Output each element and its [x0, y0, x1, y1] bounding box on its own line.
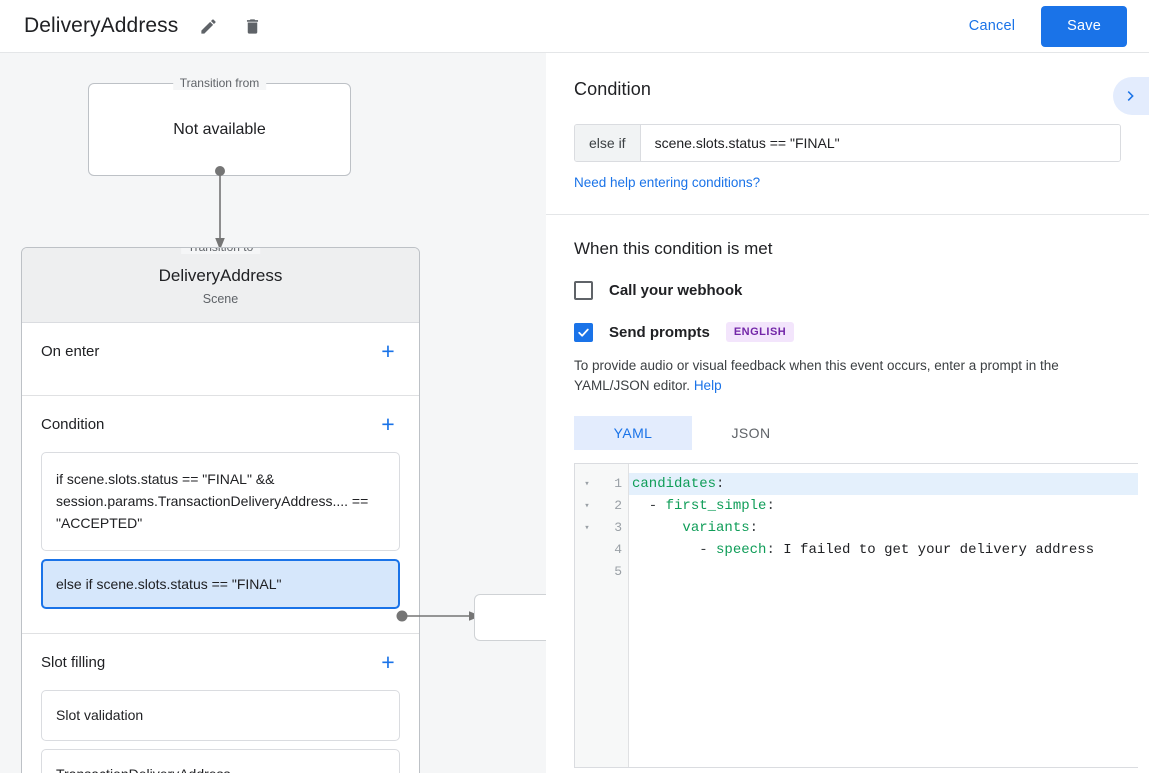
line-number: 3	[614, 520, 622, 536]
language-badge: ENGLISH	[725, 322, 795, 342]
tab-yaml[interactable]: YAML	[574, 415, 692, 450]
add-condition-button[interactable]: +	[381, 410, 395, 437]
scene-type: Scene	[202, 292, 239, 306]
slot-item-transaction-delivery-address[interactable]: TransactionDeliveryAddress	[41, 748, 400, 773]
webhook-row: Call your webhook	[574, 281, 1121, 300]
code-token-punct: :	[766, 497, 775, 514]
call-webhook-checkbox[interactable]	[574, 281, 593, 300]
condition-edge-connector	[396, 608, 482, 629]
line-number: 2	[614, 498, 622, 514]
code-line[interactable]: - first_simple:	[629, 495, 1138, 517]
code-token-punct: :	[716, 475, 725, 492]
code-token-punct: -	[632, 497, 666, 514]
code-token-key: candidates	[632, 475, 717, 492]
editor-code-area[interactable]: candidates: - first_simple: variants: - …	[629, 464, 1138, 767]
slot-item-slot-validation[interactable]: Slot validation	[41, 690, 400, 741]
cancel-button[interactable]: Cancel	[957, 10, 1027, 42]
gutter-row: ▾3	[575, 517, 628, 539]
transition-to-legend: Transition to	[180, 248, 261, 254]
transition-from-node[interactable]: Transition from Not available	[88, 76, 351, 176]
code-token-key: variants	[682, 519, 750, 536]
condition-section: Condition else if Need help entering con…	[546, 53, 1149, 215]
line-number: 1	[614, 476, 622, 492]
transition-from-legend: Transition from	[172, 76, 267, 90]
help-link[interactable]: Help	[693, 377, 722, 393]
editor-format-tabs: YAML JSON	[574, 415, 1121, 450]
fold-toggle-icon[interactable]: ▾	[584, 500, 590, 511]
call-webhook-label: Call your webhook	[609, 282, 743, 299]
code-line[interactable]: candidates:	[629, 472, 1138, 495]
section-condition: Condition + if scene.slots.status == "FI…	[22, 396, 419, 635]
add-slot-filling-button[interactable]: +	[381, 648, 395, 675]
condition-item-else-if[interactable]: else if scene.slots.status == "FINAL"	[41, 559, 400, 610]
transition-to-node: Transition to DeliveryAddress Scene On e…	[21, 247, 420, 773]
section-head-on-enter: On enter +	[41, 323, 400, 379]
trash-icon[interactable]	[238, 12, 266, 40]
pencil-icon[interactable]	[194, 12, 222, 40]
code-line[interactable]	[629, 561, 1138, 583]
scene-name: DeliveryAddress	[158, 266, 283, 285]
section-head-slot-filling: Slot filling +	[41, 634, 400, 690]
send-prompts-checkbox[interactable]	[574, 322, 593, 342]
gutter-row: ▾2	[575, 495, 628, 517]
code-token-text: I failed to get your delivery address	[783, 541, 1095, 558]
line-number: 4	[614, 542, 622, 558]
condition-heading: Condition	[574, 79, 651, 99]
code-token-key: first_simple	[665, 497, 767, 514]
code-token-punct: :	[766, 541, 784, 558]
chevron-right-icon[interactable]	[1113, 77, 1149, 115]
code-token-punct: :	[749, 519, 759, 536]
condition-input[interactable]	[640, 125, 1120, 161]
transition-from-value: Not available	[173, 120, 266, 138]
prompts-helper-sentence: To provide audio or visual feedback when…	[574, 358, 1059, 393]
detail-panel: Condition else if Need help entering con…	[546, 53, 1149, 773]
code-token-punct	[632, 520, 682, 536]
top-app-bar: DeliveryAddress Cancel Save	[0, 0, 1149, 53]
graph-panel: Transition from Not available Transition…	[0, 53, 546, 773]
section-title-condition: Condition	[41, 415, 105, 433]
code-token-punct: -	[632, 541, 717, 558]
section-title-on-enter: On enter	[41, 342, 100, 360]
edge-target-node[interactable]	[474, 594, 546, 641]
gutter-row: ▾1	[575, 473, 628, 495]
send-prompts-label: Send prompts	[609, 323, 710, 341]
condition-prefix-label: else if	[575, 125, 641, 161]
gutter-row: 5	[575, 561, 628, 583]
send-prompts-row: Send prompts ENGLISH	[574, 322, 1121, 342]
gutter-row: 4	[575, 539, 628, 561]
transition-arrow	[213, 165, 227, 256]
condition-row: else if	[574, 124, 1121, 162]
add-on-enter-button[interactable]: +	[381, 337, 395, 364]
section-head-condition: Condition +	[41, 396, 400, 452]
when-met-heading: When this condition is met	[574, 239, 773, 258]
code-line[interactable]: variants:	[629, 517, 1138, 539]
prompts-helper-text: To provide audio or visual feedback when…	[574, 356, 1121, 396]
scene-header[interactable]: DeliveryAddress Scene	[22, 248, 419, 323]
fold-toggle-icon[interactable]: ▾	[584, 522, 590, 533]
code-line[interactable]: - speech: I failed to get your delivery …	[629, 539, 1138, 561]
code-token-key: speech	[716, 541, 767, 558]
when-condition-met-section: When this condition is met Call your web…	[546, 215, 1149, 768]
section-title-slot-filling: Slot filling	[41, 653, 106, 671]
tab-json[interactable]: JSON	[731, 424, 771, 441]
page-title: DeliveryAddress	[24, 14, 179, 37]
fold-toggle-icon[interactable]: ▾	[584, 478, 590, 489]
section-on-enter: On enter +	[22, 323, 419, 396]
section-slot-filling: Slot filling + Slot validation Transacti…	[22, 634, 419, 773]
line-number: 5	[614, 564, 622, 580]
save-button[interactable]: Save	[1041, 5, 1127, 47]
need-help-conditions-link[interactable]: Need help entering conditions?	[574, 175, 761, 190]
condition-item-if[interactable]: if scene.slots.status == "FINAL" && sess…	[41, 452, 400, 552]
